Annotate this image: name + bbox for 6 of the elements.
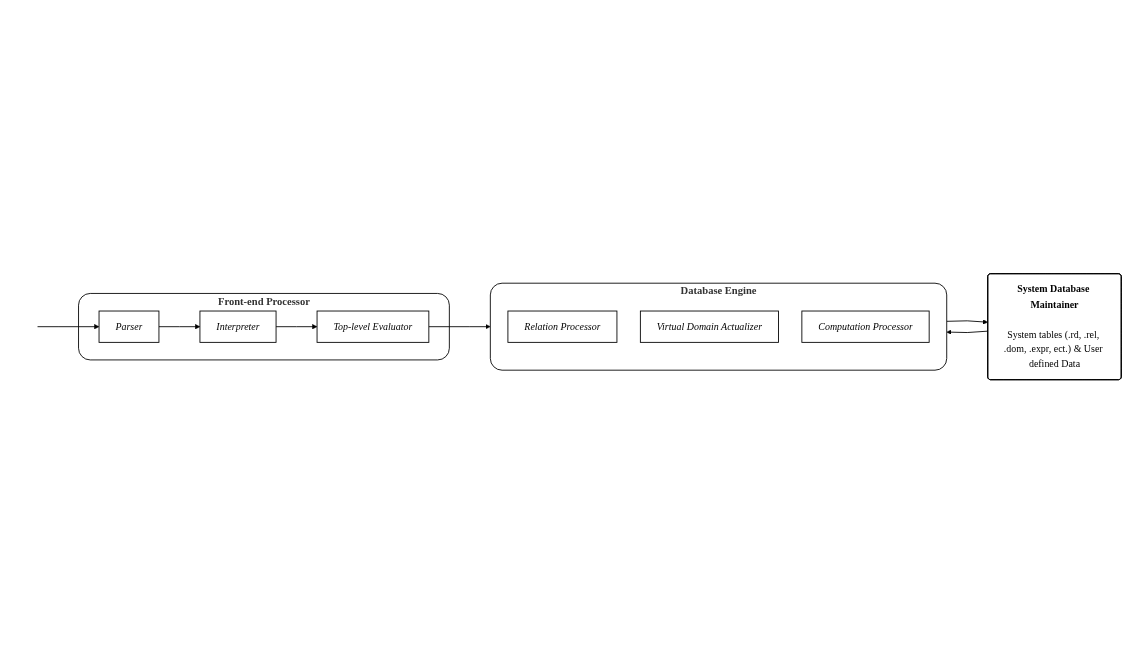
node-box: Interpreter (199, 310, 277, 344)
node-box: Parser (98, 310, 160, 344)
node-box: Virtual Domain Actualizer (639, 310, 779, 344)
node-box: Relation Processor (507, 310, 618, 344)
node-box: Computation Processor (801, 310, 930, 344)
node-box: Top-level Evaluator (316, 310, 430, 344)
